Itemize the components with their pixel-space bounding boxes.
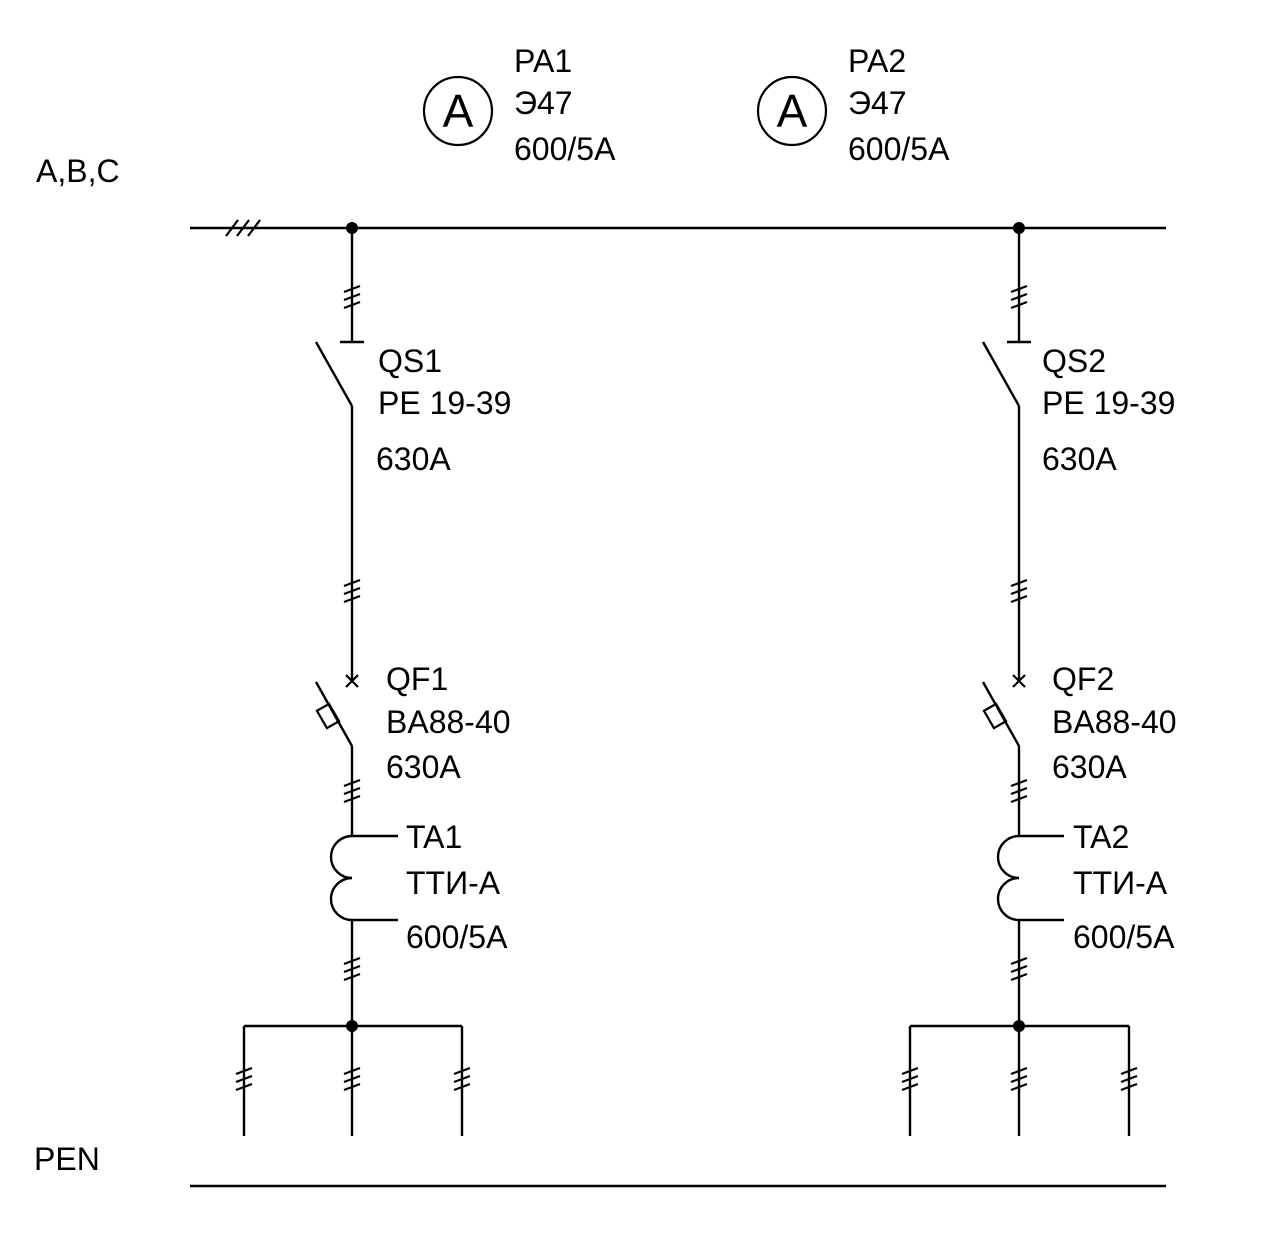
- phase-bus-label: A,B,C: [36, 153, 120, 189]
- feeder-1-outgoing-lines: [234, 1024, 472, 1136]
- breaker-qf1-type: BA88-40: [386, 704, 511, 740]
- feeder-1-ticks-4: [342, 956, 362, 982]
- ammeter-pa1: A PA1 Э47 600/5A: [422, 43, 616, 167]
- ct-ta2-name: TA2: [1073, 819, 1129, 855]
- ammeter-pa2-rating: 600/5A: [848, 131, 950, 167]
- disconnector-qs1: [314, 340, 364, 407]
- pen-bus-label: PEN: [34, 1141, 100, 1177]
- busbar-phase-ticks: [225, 219, 261, 237]
- ammeter-pa1-type: Э47: [514, 85, 573, 121]
- ammeter-pa2: A PA2 Э47 600/5A: [756, 43, 950, 167]
- feeder-1: QS1 PE 19-39 630A QF1 BA88-40 630A TA1 Т…: [234, 222, 511, 1136]
- breaker-qf2-type: BA88-40: [1052, 704, 1177, 740]
- feeder-2: QS2 PE 19-39 630A QF2 BA88-40 630A TA2 Т…: [900, 222, 1177, 1136]
- feeder-2-outgoing-lines: [900, 1024, 1139, 1136]
- disconnector-qs2: [981, 340, 1031, 407]
- ammeter-pa2-symbol: A: [777, 85, 808, 137]
- breaker-qf1-rating: 630A: [386, 749, 461, 785]
- disconnector-qs1-name: QS1: [378, 343, 442, 379]
- ct-ta1-rating: 600/5A: [406, 919, 508, 955]
- ct-ta2-type: ТТИ-А: [1073, 865, 1168, 901]
- feeder-2-ticks-3: [1009, 778, 1029, 804]
- ct-ta2-rating: 600/5A: [1073, 919, 1175, 955]
- breaker-qf2-name: QF2: [1052, 661, 1114, 697]
- feeder-2-ticks-2: [1009, 578, 1029, 604]
- ct-ta1-name: TA1: [406, 819, 462, 855]
- ammeter-pa1-symbol: A: [443, 85, 474, 137]
- breaker-qf1-name: QF1: [386, 661, 448, 697]
- current-transformer-ta2: [996, 834, 1064, 922]
- ammeter-pa1-circle: [422, 75, 494, 147]
- disconnector-qs2-rating: 630A: [1042, 441, 1117, 477]
- breaker-qf1: [314, 674, 359, 747]
- ammeter-pa1-name: PA1: [514, 43, 572, 79]
- disconnector-qs2-name: QS2: [1042, 343, 1106, 379]
- ammeter-pa1-rating: 600/5A: [514, 131, 616, 167]
- disconnector-qs2-type: PE 19-39: [1042, 385, 1175, 421]
- ammeter-pa2-circle: [756, 75, 828, 147]
- disconnector-qs1-type: PE 19-39: [378, 385, 511, 421]
- disconnector-qs1-rating: 630A: [376, 441, 451, 477]
- breaker-qf2: [981, 674, 1026, 747]
- breaker-qf2-rating: 630A: [1052, 749, 1127, 785]
- feeder-1-ticks-1: [342, 284, 362, 310]
- current-transformer-ta1: [329, 834, 398, 922]
- ammeter-pa2-type: Э47: [848, 85, 907, 121]
- feeder-2-ticks-4: [1009, 956, 1029, 982]
- ammeter-pa2-name: PA2: [848, 43, 906, 79]
- feeder-1-ticks-3: [342, 778, 362, 804]
- feeder-1-ticks-2: [342, 578, 362, 604]
- ct-ta1-type: ТТИ-А: [406, 865, 501, 901]
- feeder-2-ticks-1: [1009, 284, 1029, 310]
